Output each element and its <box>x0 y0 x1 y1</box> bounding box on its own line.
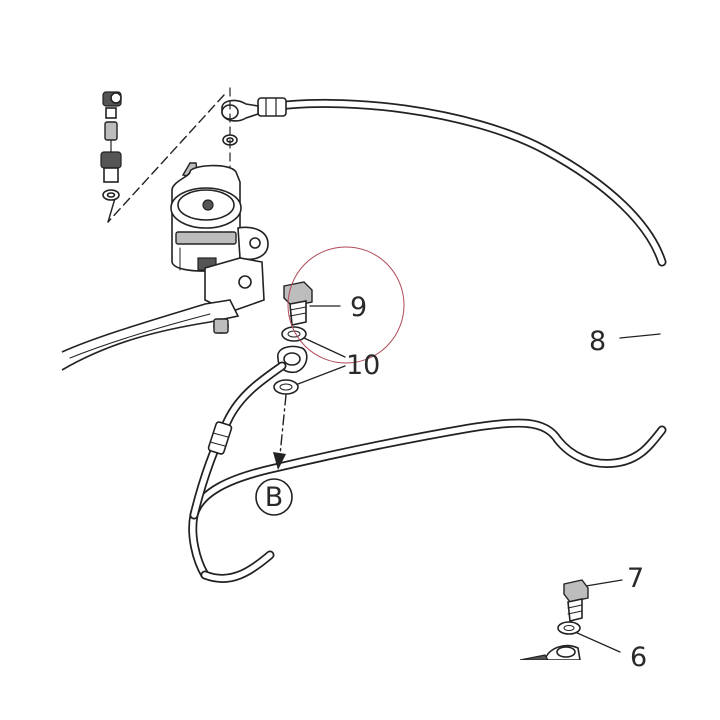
caliper-washer <box>557 621 581 635</box>
brake-lever <box>61 299 240 371</box>
label-9: 9 <box>350 292 367 323</box>
label-10: 10 <box>346 350 380 381</box>
caliper-fitting <box>519 644 581 661</box>
leader-lines <box>297 305 661 653</box>
master-cylinder <box>170 162 269 313</box>
direction-arrow <box>273 394 287 470</box>
reference-b: B <box>255 478 293 516</box>
brake-hose-lower <box>189 361 287 520</box>
upper-banjo-fitting <box>221 97 287 146</box>
label-b: B <box>265 482 284 513</box>
label-8: 8 <box>589 326 606 357</box>
caliper-banjo-bolt <box>563 579 589 622</box>
bleed-screw-assembly <box>100 91 122 201</box>
highlight-circle <box>287 246 405 364</box>
sealing-washer-upper <box>281 326 307 342</box>
label-7: 7 <box>627 563 644 594</box>
sealing-washer-lower <box>273 379 299 395</box>
banjo-bolt <box>283 281 313 326</box>
label-6: 6 <box>630 642 647 673</box>
